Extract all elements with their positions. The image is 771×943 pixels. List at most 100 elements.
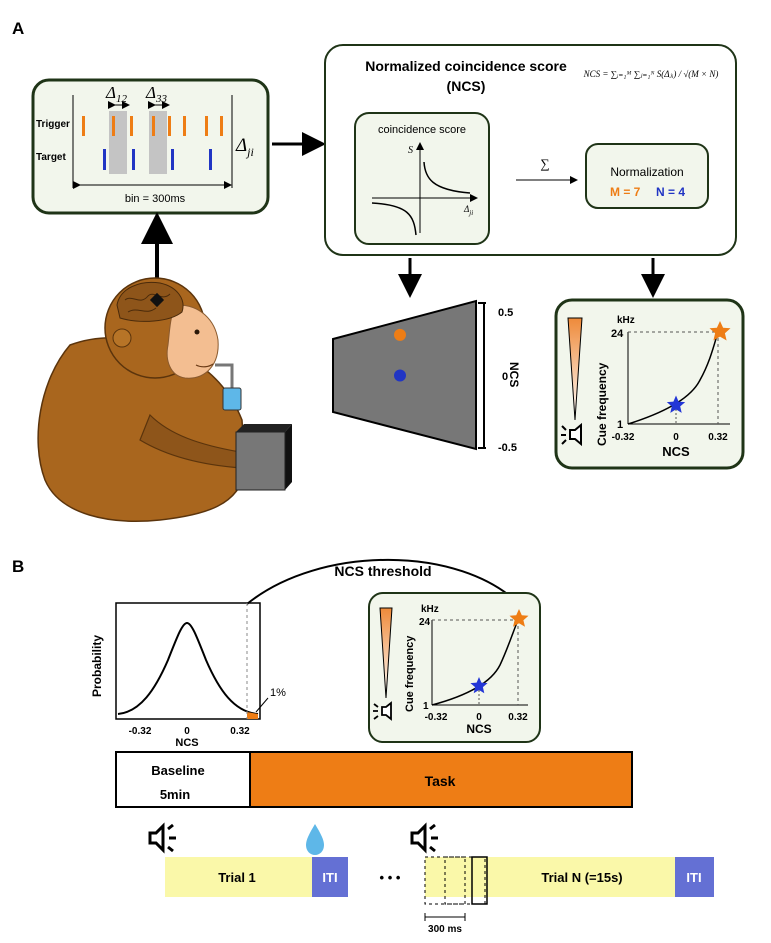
cue-b-x-mid: 0 xyxy=(476,712,482,723)
speaker-icon xyxy=(373,701,392,721)
session-timeline: Baseline 5min Task xyxy=(115,751,633,808)
trigger-spike xyxy=(130,116,133,136)
reward-bottle xyxy=(222,387,242,411)
screen-axis-title: NCS xyxy=(507,362,521,387)
water-drop-icon xyxy=(306,824,324,855)
monkey-mouth xyxy=(195,363,214,368)
ncs-screen: 0.5 0 -0.5 NCS xyxy=(332,299,521,454)
panel-b-label: B xyxy=(12,557,24,576)
task-label: Task xyxy=(425,773,456,789)
ncs-title-line2: (NCS) xyxy=(447,78,486,94)
target-spikes xyxy=(103,149,212,170)
lever-box-top xyxy=(236,424,292,432)
electrode-implant xyxy=(149,292,165,308)
baseline-label-line1: Baseline xyxy=(151,763,204,778)
dist-curve xyxy=(117,621,259,715)
lever-box-side xyxy=(285,424,292,490)
coincidence-score-box xyxy=(354,112,490,245)
cue-b-blue-star xyxy=(470,677,488,694)
cue-panel-b: kHz Cue frequency 24 1 -0.32 0 0.32 NCS xyxy=(368,592,541,743)
cue-b-y-title: Cue frequency xyxy=(404,635,416,712)
cs-curve-negative xyxy=(371,202,417,236)
speaker-icon-body xyxy=(381,701,392,721)
cue-b-x-title: NCS xyxy=(466,722,491,736)
sliding-window-2 xyxy=(444,856,486,905)
coincidence-window-2 xyxy=(149,111,167,174)
cue-b-x-left: -0.32 xyxy=(425,712,448,723)
baseline-label-line2: 5min xyxy=(160,787,190,802)
speaker-icon-body xyxy=(148,822,165,854)
ncs-formula: NCS = ∑ᵢ₌₁ᴹ ∑ⱼ₌₁ᴺ S(Δⱼᵢ) / √(M × N) xyxy=(583,69,719,79)
cue-a-x-mid: 0 xyxy=(673,432,679,443)
dist-tail-label: 1% xyxy=(270,687,286,699)
dist-tick-left: -0.32 xyxy=(129,726,152,737)
cue-a-y-bottom: 1 xyxy=(617,419,623,431)
trigger-spikes xyxy=(82,116,223,136)
ncs-title-line1: Normalized coincidence score xyxy=(365,58,567,74)
target-spike xyxy=(171,149,174,170)
target-spike xyxy=(103,149,106,170)
sum-symbol: ∑ xyxy=(540,156,549,171)
monkey-face xyxy=(166,304,219,379)
reward-spout xyxy=(215,363,234,388)
tail-pointer xyxy=(255,697,269,713)
dist-y-title: Probability xyxy=(90,635,104,697)
iti-1-block xyxy=(312,857,348,897)
cue-b-gradient-bar xyxy=(379,607,393,699)
dist-plot-frame xyxy=(115,602,261,720)
trial-1-label: Trial 1 xyxy=(218,870,256,885)
scale-bar-label: 300 ms xyxy=(428,924,462,935)
cue-a-unit: kHz xyxy=(617,315,635,326)
iti-2-label: ITI xyxy=(686,870,701,885)
baseline-distribution-plot: 1% Probability -0.32 0 0.32 NCS xyxy=(90,602,286,749)
lever-box-front xyxy=(235,431,286,491)
dist-x-title: NCS xyxy=(175,737,198,749)
sliding-window-3 xyxy=(471,856,488,905)
cue-a-x-title: NCS xyxy=(662,444,690,459)
lever-box xyxy=(235,424,292,491)
cue-b-orange-star xyxy=(509,609,529,627)
trial-n-block xyxy=(425,857,675,897)
coincidence-window-1 xyxy=(109,111,127,174)
trigger-spike xyxy=(168,116,171,136)
spike-train-panel: Trigger Target Δ12 Δ33 bin = 300ms Δji xyxy=(31,78,270,215)
dist-tick-mid: 0 xyxy=(184,726,190,737)
monkey-eye xyxy=(194,329,200,335)
cue-a-x-left: -0.32 xyxy=(612,432,635,443)
brain-folds xyxy=(124,293,171,313)
cue-b-unit: kHz xyxy=(421,604,439,615)
bin-label: bin = 300ms xyxy=(125,193,186,205)
cue-a-y-top: 24 xyxy=(611,328,624,340)
trigger-spike xyxy=(82,116,85,136)
speaker-icon xyxy=(410,822,438,854)
iti-1-label: ITI xyxy=(322,870,337,885)
cue-b-y-top: 24 xyxy=(419,617,431,628)
screen-tick-bottom-label: -0.5 xyxy=(498,442,517,454)
trigger-spike xyxy=(112,116,115,136)
trigger-spike xyxy=(220,116,223,136)
cs-delta-label: Δji xyxy=(463,204,473,217)
cue-panel-a: kHz Cue frequency 24 1 -0.32 0 0.32 NCS xyxy=(554,298,745,470)
normalization-box xyxy=(585,143,709,209)
coincidence-score-title: coincidence score xyxy=(378,124,466,136)
dist-tail-1pct xyxy=(247,712,258,719)
cue-gradient-bar xyxy=(567,317,583,421)
speaker-icon-waves xyxy=(429,823,438,853)
cue-b-y-bottom: 1 xyxy=(423,701,429,712)
speaker-icon xyxy=(561,422,582,447)
cue-a-orange-star xyxy=(709,321,731,341)
trigger-spike xyxy=(205,116,208,136)
threshold-arrow xyxy=(246,558,526,611)
cue-a-blue-star xyxy=(666,395,686,413)
ncs-computation-panel: Normalized coincidence score (NCS) NCS =… xyxy=(324,44,737,256)
delta-ji-sub: ji xyxy=(245,145,254,159)
baseline-block xyxy=(115,751,251,808)
iti-2-block xyxy=(675,857,714,897)
cue-a-y-title: Cue frequency xyxy=(595,362,609,446)
speaker-icon-waves xyxy=(167,823,176,853)
task-block xyxy=(249,751,633,808)
trials-row: Trial 1 ITI • • • Trial N (=15s) ITI 300… xyxy=(148,822,714,935)
monkey-illustration xyxy=(37,277,246,522)
ncs-blue-dot xyxy=(394,369,406,382)
